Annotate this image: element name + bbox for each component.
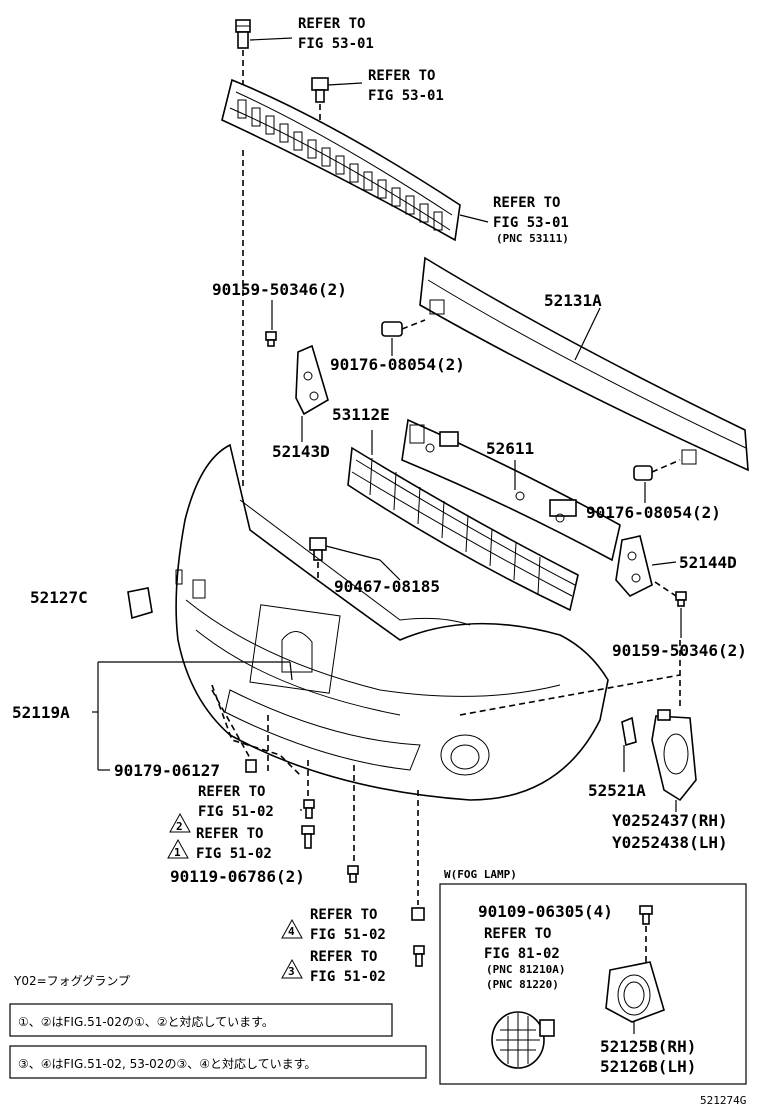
- bumper-reinforcement: [419, 256, 749, 472]
- marker-triangle-4: 4: [281, 918, 303, 939]
- bolt-ref-1: [301, 825, 315, 849]
- leader-90467: [325, 545, 381, 561]
- clip-90467: [309, 537, 327, 561]
- clip-top-1: [235, 19, 251, 49]
- refer-grille-l1: REFER TO: [493, 195, 560, 211]
- label-Y0252437: Y0252437(RH): [612, 811, 728, 830]
- label-52611: 52611: [486, 439, 534, 458]
- screw-90109: [639, 905, 653, 925]
- refer-1-l2: FIG 51-02: [196, 846, 272, 862]
- pnc-fog-2: (PNC 81220): [486, 978, 559, 991]
- bracket-52144D: [615, 535, 653, 597]
- note-box-1: [9, 1003, 393, 1037]
- dash-90179: [211, 689, 251, 759]
- clip-top-2: [311, 77, 329, 103]
- label-90159-left: 90159-50346(2): [212, 280, 347, 299]
- label-52144D: 52144D: [679, 553, 737, 572]
- bolt-ref-2: [303, 799, 315, 819]
- label-52125B: 52125B(RH): [600, 1037, 696, 1056]
- refer-4-l2: FIG 51-02: [310, 927, 386, 943]
- fog-lamp-rh: [605, 961, 665, 1023]
- figure-code: 521274G: [700, 1094, 746, 1107]
- screw-90159-left: [265, 331, 277, 347]
- leader-52131A: [574, 307, 601, 361]
- note-2: ③、④はFIG.51-02, 53-02の③、④と対応しています。: [18, 1057, 316, 1071]
- label-Y0252438: Y0252438(LH): [612, 833, 728, 852]
- dash-lower-left: [211, 684, 301, 776]
- label-52143D: 52143D: [272, 442, 330, 461]
- marker-triangle-3: 3: [281, 958, 303, 979]
- fog-lamp-box: [439, 883, 747, 1085]
- note-box-2: [9, 1045, 427, 1079]
- leader-refer-grille: [459, 214, 489, 223]
- lower-grille: [347, 446, 579, 612]
- leader-52144D: [651, 561, 677, 566]
- label-52127C: 52127C: [30, 588, 88, 607]
- front-grille: [221, 78, 461, 242]
- leader-refer-top-2: [327, 82, 363, 86]
- label-90176-lower: 90176-08054(2): [586, 503, 721, 522]
- note-y02: Y02=フォググランプ: [13, 974, 130, 988]
- screw-90159-right: [675, 591, 687, 607]
- note-1: ①、②はFIG.51-02の①、②と対応しています。: [18, 1015, 274, 1029]
- refer-2-l2: FIG 51-02: [198, 804, 274, 820]
- bolt-ref-3: [413, 945, 425, 967]
- label-52119A: 52119A: [12, 703, 70, 722]
- cap-52127C: [127, 587, 153, 620]
- bracket-52119A: [92, 661, 293, 771]
- fog-cover-52521A: [621, 716, 637, 747]
- refer-fog-l2: FIG 81-02: [484, 946, 560, 962]
- label-90179: 90179-06127: [114, 761, 220, 780]
- energy-absorber: [401, 418, 621, 562]
- svg-text:3: 3: [288, 965, 295, 978]
- label-90119: 90119-06786(2): [170, 867, 305, 886]
- clip-ref-4: [411, 907, 425, 921]
- refer-top-1-l2: FIG 53-01: [298, 36, 374, 52]
- marker-triangle-2: 2: [169, 812, 191, 833]
- fog-box-title: W(FOG LAMP): [444, 868, 517, 881]
- fog-lamp-lh: [491, 1011, 555, 1069]
- pnc-fog-1: (PNC 81210A): [486, 963, 565, 976]
- refer-3-l2: FIG 51-02: [310, 969, 386, 985]
- refer-grille-l2: FIG 53-01: [493, 215, 569, 231]
- refer-1-l1: REFER TO: [196, 826, 263, 842]
- svg-text:2: 2: [176, 820, 183, 833]
- fog-bezel-Y025243x: [651, 709, 697, 802]
- bumper-cover: [175, 443, 609, 801]
- refer-2-l1: REFER TO: [198, 784, 265, 800]
- refer-top-2-l2: FIG 53-01: [368, 88, 444, 104]
- marker-triangle-1: 1: [167, 838, 189, 859]
- clip-90179: [245, 759, 257, 773]
- refer-3-l1: REFER TO: [310, 949, 377, 965]
- label-90176-upper: 90176-08054(2): [330, 355, 465, 374]
- clip-90176-lower: [633, 459, 681, 481]
- dash-52144D: [654, 581, 677, 597]
- screw-90119: [347, 865, 359, 883]
- bracket-52143D: [295, 344, 329, 416]
- refer-fog-l1: REFER TO: [484, 926, 551, 942]
- label-90467: 90467-08185: [334, 577, 440, 596]
- clip-90176-upper: [381, 319, 426, 337]
- pnc-grille: (PNC 53111): [496, 232, 569, 245]
- label-53112E: 53112E: [332, 405, 390, 424]
- label-52521A: 52521A: [588, 781, 646, 800]
- svg-text:1: 1: [174, 846, 181, 859]
- label-52126B: 52126B(LH): [600, 1057, 696, 1076]
- label-90109: 90109-06305(4): [478, 902, 613, 921]
- svg-text:4: 4: [288, 925, 295, 938]
- refer-top-2-l1: REFER TO: [368, 68, 435, 84]
- leader-refer-top-1: [249, 37, 293, 41]
- label-90159-right: 90159-50346(2): [612, 641, 747, 660]
- label-52131A: 52131A: [544, 291, 602, 310]
- leader-90467-b: [379, 559, 401, 581]
- refer-top-1-l1: REFER TO: [298, 16, 365, 32]
- dash-to-cover: [459, 674, 681, 716]
- refer-4-l1: REFER TO: [310, 907, 377, 923]
